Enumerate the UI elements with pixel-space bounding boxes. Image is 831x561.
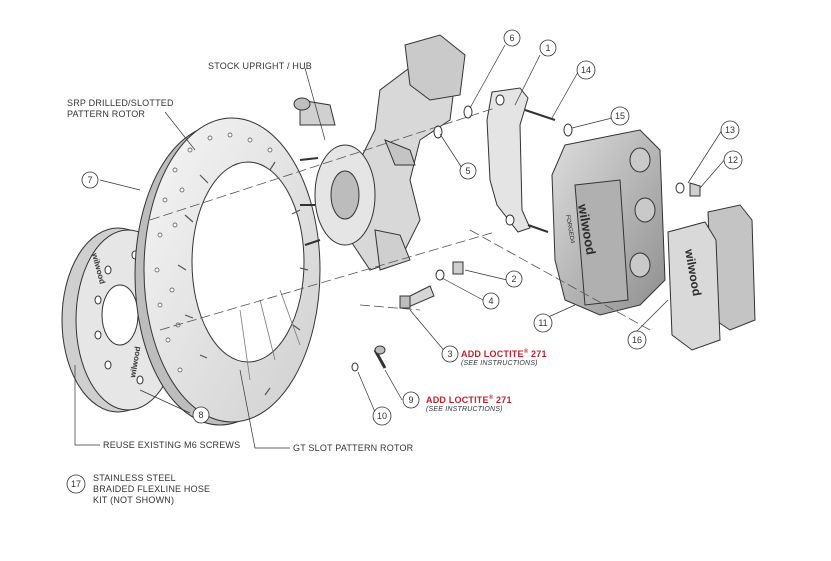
label-hose-kit-line2: BRAIDED FLEXLINE HOSE xyxy=(93,484,211,494)
brake-rotor xyxy=(134,117,321,426)
loctite-note-3: ADD LOCTITE® 271 xyxy=(461,347,547,360)
loctite-3-text: ADD LOCTITE xyxy=(461,349,524,359)
callout-5: 5 xyxy=(465,166,470,176)
caliper-bracket xyxy=(486,87,531,233)
caliper-model: FORGED4 xyxy=(564,214,575,244)
callout-11: 11 xyxy=(538,318,547,328)
callout-circles xyxy=(66,29,743,494)
callout-2: 2 xyxy=(511,274,516,284)
bracket-bolts xyxy=(351,105,701,372)
label-hose-kit-line3: KIT (NOT SHOWN) xyxy=(93,495,175,505)
callout-9: 9 xyxy=(408,395,413,405)
label-reuse-screws: REUSE EXISTING M6 SCREWS xyxy=(103,440,241,450)
rotor-drill-holes xyxy=(154,132,273,373)
label-stock-upright: STOCK UPRIGHT / HUB xyxy=(208,61,312,71)
loctite-3-instructions: (SEE INSTRUCTIONS) xyxy=(461,360,538,367)
loctite-3-number: 271 xyxy=(531,349,547,359)
brake-pads xyxy=(667,204,756,351)
leader-lines xyxy=(74,44,727,449)
callout-14: 14 xyxy=(581,65,591,75)
label-srp-rotor-line2: PATTERN ROTOR xyxy=(67,109,146,119)
assembly-centerlines xyxy=(149,107,651,331)
label-srp-rotor-line1: SRP DRILLED/SLOTTED xyxy=(67,98,174,108)
callout-6: 6 xyxy=(509,33,514,43)
callout-10: 10 xyxy=(377,411,387,421)
stock-upright-hub xyxy=(293,34,466,271)
callout-12: 12 xyxy=(728,155,738,165)
callout-3: 3 xyxy=(447,349,452,359)
loctite-3-registered: ® xyxy=(523,349,529,355)
callout-7: 7 xyxy=(87,175,92,185)
loctite-note-9: ADD LOCTITE® 271 xyxy=(426,393,512,406)
callout-8: 8 xyxy=(198,410,203,420)
brake-caliper xyxy=(551,129,666,316)
callout-16: 16 xyxy=(632,335,642,345)
callout-17: 17 xyxy=(71,479,81,489)
loctite-9-text: ADD LOCTITE xyxy=(426,395,489,405)
callout-15: 15 xyxy=(615,111,625,121)
callout-1: 1 xyxy=(545,43,550,53)
loctite-9-number: 271 xyxy=(496,395,512,405)
loctite-9-instructions: (SEE INSTRUCTIONS) xyxy=(426,406,503,413)
loctite-9-registered: ® xyxy=(488,395,494,401)
callout-4: 4 xyxy=(488,296,493,306)
callout-13: 13 xyxy=(725,125,735,135)
label-hose-kit-line1: STAINLESS STEEL xyxy=(93,473,176,483)
callout-numbers: 1 2 3 4 5 6 7 8 9 10 11 12 13 14 15 16 1… xyxy=(71,33,738,489)
label-gt-rotor: GT SLOT PATTERN ROTOR xyxy=(293,443,414,453)
